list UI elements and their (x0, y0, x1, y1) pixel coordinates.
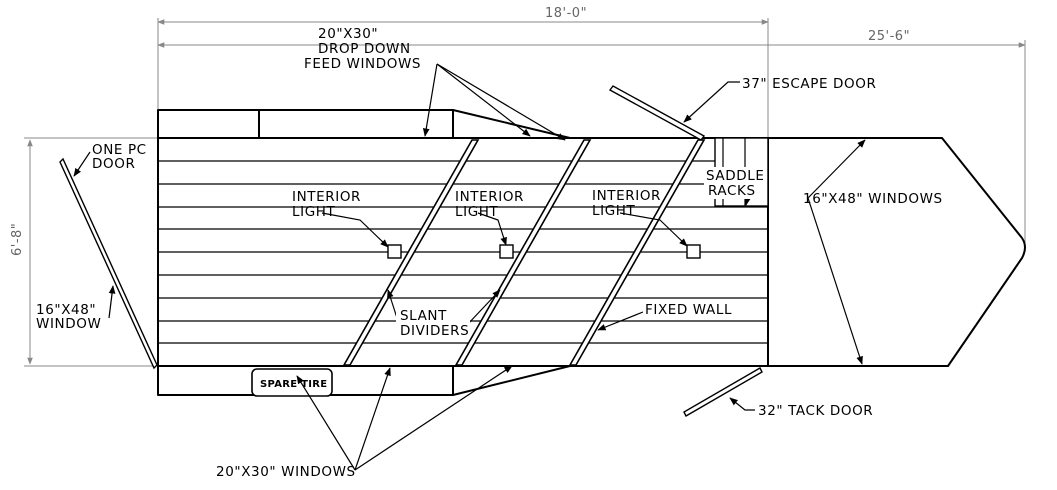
dimension-overall-length: 25'-6" (157, 29, 1026, 245)
escape-door (608, 85, 706, 141)
trailer-body (157, 109, 1026, 396)
slant-divider-2 (454, 139, 592, 366)
interior-light-1-label-line1: INTERIOR (292, 189, 361, 205)
one-pc-door-label-line1: ONE PC (92, 142, 147, 158)
slant-dividers-label-line1: SLANT (400, 308, 447, 324)
slant-divider-1 (342, 139, 480, 366)
drop-down-label-line1: 20"X30" (318, 26, 378, 42)
one-pc-door (59, 157, 158, 370)
interior-light-2 (499, 244, 514, 259)
interior-light-2-label-line2: LIGHT (455, 204, 499, 220)
interior-light-3-label-line1: INTERIOR (592, 188, 661, 204)
gooseneck-nose (767, 137, 1026, 367)
tack-door-label: 32" TACK DOOR (758, 403, 873, 419)
fixed-wall (568, 139, 706, 366)
drop-down-label-line3: FEED WINDOWS (304, 56, 421, 72)
interior-light-3 (686, 244, 701, 259)
dimension-box-length: 18'-0" (157, 6, 769, 138)
box-length-label: 18'-0" (545, 6, 587, 21)
interior-light-1 (387, 244, 402, 259)
fixed-wall-label: FIXED WALL (645, 302, 732, 318)
window-left-label-line2: WINDOW (36, 316, 101, 332)
spare-tire-label: SPARE TIRE (260, 379, 327, 390)
saddle-racks-label-line1: SADDLE (706, 168, 765, 184)
interior-light-1-label-line2: LIGHT (292, 204, 336, 220)
interior-light-2-label-line1: INTERIOR (455, 189, 524, 205)
interior-light-3-label-line2: LIGHT (592, 203, 636, 219)
escape-door-label: 37" ESCAPE DOOR (742, 76, 876, 92)
drop-down-label-line2: DROP DOWN (318, 41, 411, 57)
slant-dividers (342, 139, 706, 366)
tack-door (683, 367, 763, 417)
leader-lines (73, 63, 866, 471)
nose-windows-label: 16"X48" WINDOWS (803, 191, 943, 207)
side-windows-label: 20"X30" WINDOWS (216, 464, 356, 480)
height-label: 6'-8" (10, 223, 25, 256)
slant-dividers-label-line2: DIVIDERS (400, 323, 469, 339)
labels: 20"X30" DROP DOWN FEED WINDOWS 37" ESCAP… (36, 26, 943, 480)
overall-length-label: 25'-6" (868, 29, 910, 44)
window-left-label-line1: 16"X48" (36, 302, 96, 318)
saddle-racks-label-line2: RACKS (708, 183, 756, 199)
spare-tire: SPARE TIRE (251, 368, 333, 397)
dimension-height: 6'-8" (10, 137, 158, 367)
drop-down-window-box (258, 109, 454, 139)
one-pc-door-label-line2: DOOR (92, 156, 135, 172)
